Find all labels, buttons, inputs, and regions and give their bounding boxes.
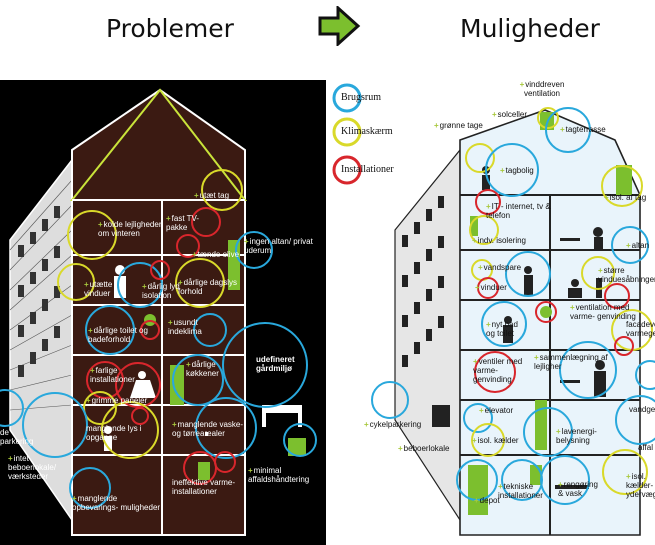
label-isol-kaelder: +isol. kælder [472, 436, 519, 445]
label-cykelparkering: +cykelparkering [364, 420, 422, 429]
right-title: Muligheder [460, 14, 600, 43]
label-it: +IT - internet, tv & telefon [486, 202, 551, 220]
legend-klimaskaerm: Klimaskærm [341, 126, 393, 137]
label-manglende-lys: manglende lys i opgange [86, 424, 142, 442]
label-stoerre-vinduer: +større vinduesåbninger [598, 266, 655, 284]
label-lavenergi: +lavenergi- belysning [556, 427, 597, 445]
label-manglende-opbevaring: +manglende opbevarings- muligheder [72, 494, 161, 512]
label-grimme: +grimme paneler [86, 396, 148, 405]
label-solceller: +solceller [492, 110, 528, 119]
label-daarlige-koekkener: +dårlige køkkener [186, 360, 219, 378]
label-tekniske: +tekniske installationer [498, 482, 543, 500]
label-depot: +depot [474, 496, 500, 505]
label-daarlige-dagslys: +dårlige dagslys forhold [178, 278, 238, 296]
label-rengoering: +rengøring & vask [558, 480, 598, 498]
label-cykel-left: de parkering [0, 428, 34, 446]
label-tagterrasse: +tagterrasse [560, 125, 606, 134]
label-taende-olie: +tænde olive [192, 250, 240, 259]
label-affald: affal [638, 443, 653, 452]
label-nyt-bad: +nyt bad og toilet [486, 320, 518, 338]
label-vinduer: +vinduer [475, 283, 507, 292]
left-title: Problemer [106, 14, 234, 43]
transition-arrow-icon [318, 6, 361, 46]
label-ineffektive: ineffektive varme- installationer [172, 478, 235, 496]
label-manglende-vaske: +manglende vaske- og tørrearealer [172, 420, 244, 438]
label-utaet-tag: +utæt tag [194, 191, 230, 200]
label-vandgenb: vandgen [629, 405, 655, 414]
label-ventilation-varme: +ventilation med varme- genvinding [570, 303, 636, 321]
label-groenne-tage: +grønne tage [434, 121, 483, 130]
label-udefineret: udefineret gårdmiljø [256, 355, 295, 373]
label-isol-af-tag: +isol. af tag [604, 193, 647, 202]
label-kolde-lejligheder: +kolde lejligheder om vinteren [98, 220, 162, 238]
label-isol-kaelder-ydervaeg: +isol. kælder- ydervæg [626, 472, 655, 499]
label-beboerlokale: +beboerlokale [398, 444, 450, 453]
legend-installationer: Installationer [341, 164, 394, 175]
label-intet-beboerlokale: +intet beboerlokale/ værksteder [8, 454, 57, 481]
label-ingen-altan: +ingen altan/ privat uderum [244, 237, 313, 255]
label-daarlig-lyd: +dårlig lyd isolation [142, 282, 180, 300]
label-utaette-vinduer: +utætte vinduer [84, 280, 113, 298]
label-ventiler: +ventiler med varme- genvinding [473, 357, 523, 384]
label-elevator: +elevator [479, 406, 514, 415]
label-daarlige-toilet: +dårlige toilet og badeforhold [88, 326, 148, 344]
label-altan: +altan [626, 241, 650, 250]
label-sammenlaegning: +sammenlægning af lejligher [534, 353, 608, 371]
label-usundt: +usundt indeklima [168, 318, 202, 336]
label-vinddreven: +vinddreven ventilation [519, 80, 565, 98]
label-farlige: +farlige installationer [90, 366, 135, 384]
label-vandspare: +vandspare [478, 263, 522, 272]
label-minimal-affald: +minimal affaldshåndtering [248, 466, 310, 484]
label-fast-tv: +fast TV-pakke [166, 214, 200, 232]
label-facade: facadeve varmegen [626, 320, 655, 338]
label-indv-isolering: +indv. isolering [472, 236, 526, 245]
legend-brugsrum: Brugsrum [341, 92, 381, 103]
label-tagbolig: +tagbolig [500, 166, 534, 175]
